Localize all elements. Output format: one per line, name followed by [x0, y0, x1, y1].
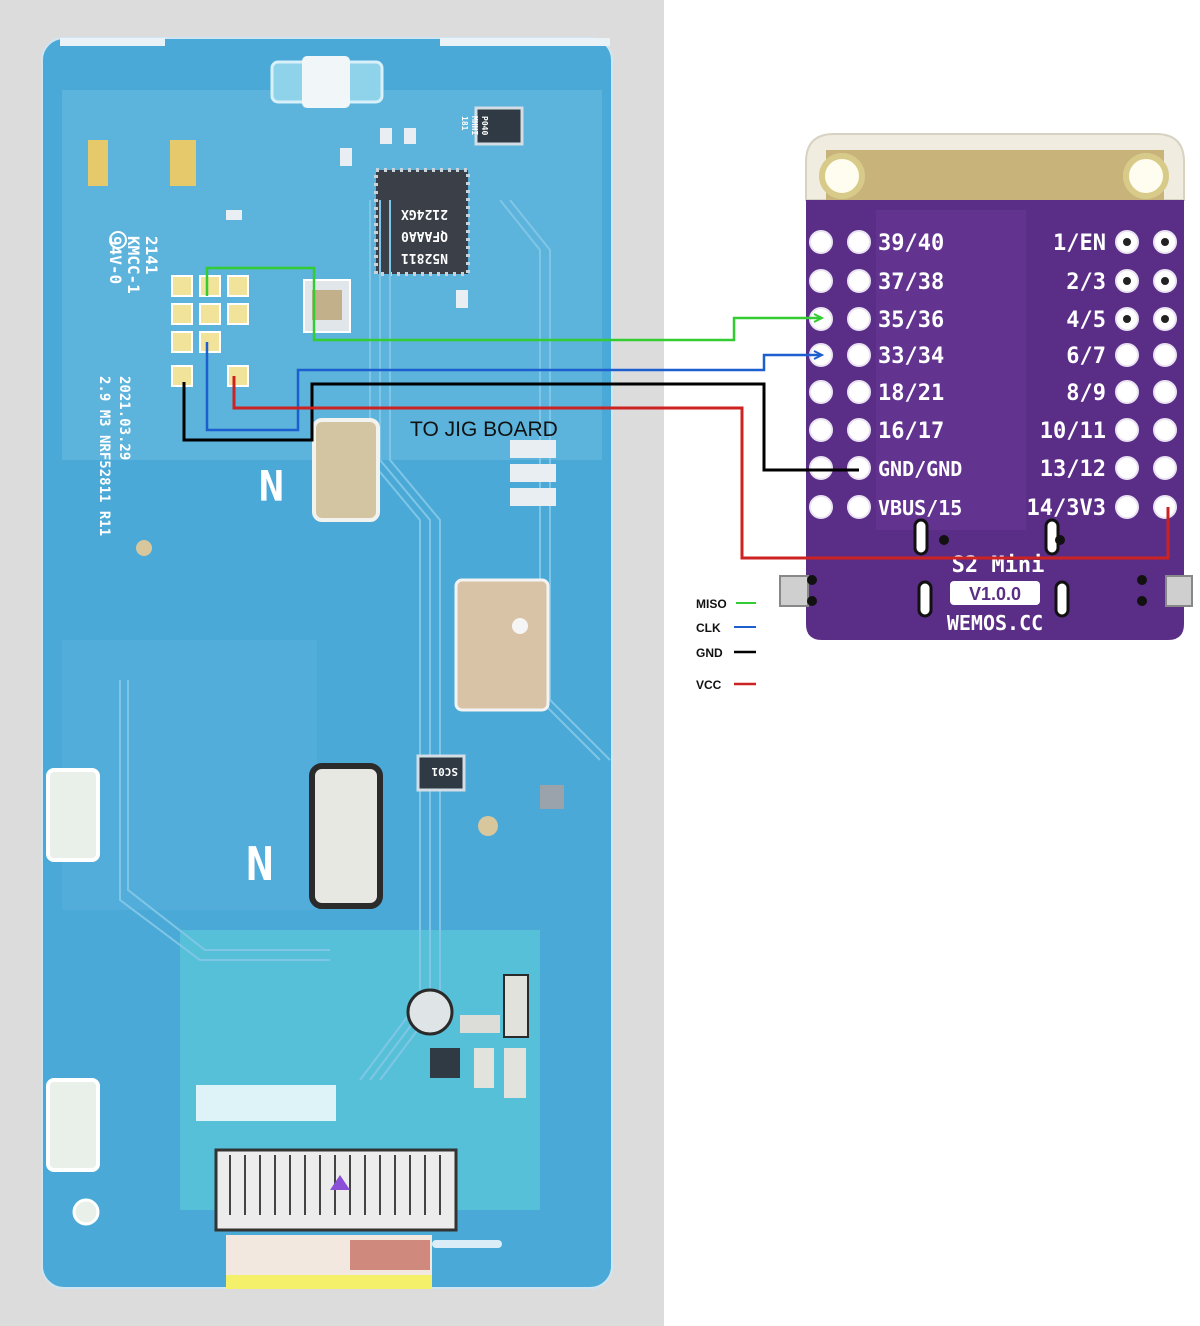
board-brand: WEMOS.CC — [947, 611, 1043, 635]
pin-label-8-9: 8/9 — [1066, 381, 1106, 406]
wire-vcc — [232, 376, 1170, 560]
left-pin-labels: 39/40 37/38 35/36 33/34 18/21 16/17 GND/… — [878, 231, 962, 520]
right-pin-labels: 1/EN 2/3 4/5 6/7 8/9 10/11 13/12 14/3V3 — [1027, 231, 1106, 521]
pcb-logo-text: 94V-0 KMCC-1 2141 — [106, 236, 161, 303]
test-pads — [171, 275, 249, 387]
pin-label-33-34: 33/34 — [878, 344, 944, 369]
s2-mini-board: 39/40 37/38 35/36 33/34 18/21 16/17 GND/… — [779, 133, 1193, 640]
pin-label-37-38: 37/38 — [878, 270, 944, 295]
board-version: V1.0.0 — [969, 584, 1021, 604]
pin-label-16-17: 16/17 — [878, 419, 944, 444]
wire-miso — [205, 266, 821, 342]
chip-marking: N52811 QFAAA0 2124GX — [393, 206, 448, 265]
pin-label-4-5: 4/5 — [1066, 308, 1106, 333]
legend-label-clk: CLK — [696, 621, 721, 635]
pin-label-10-11: 10/11 — [1040, 419, 1106, 444]
magnet-mark-top: N — [259, 460, 284, 509]
wire-gnd — [182, 382, 859, 472]
epaper-pcb: N52811 QFAAA0 2124GX P040 MHHI 181 94V-0 — [41, 37, 613, 1289]
pin-label-vbus-15: VBUS/15 — [878, 496, 962, 520]
legend-label-vcc: VCC — [696, 678, 722, 692]
pin-label-18-21: 18/21 — [878, 381, 944, 406]
sc-marking: SC01 — [431, 765, 458, 778]
wires — [182, 266, 1170, 560]
legend: MISO CLK GND VCC — [696, 597, 756, 692]
sensor-marking: P040 MHHI 181 — [460, 116, 489, 140]
mount-hole-right-icon — [1123, 153, 1169, 199]
legend-label-gnd: GND — [696, 646, 723, 660]
version-box — [950, 581, 1040, 605]
pin-label-2-3: 2/3 — [1066, 270, 1106, 295]
pin-label-gnd-gnd: GND/GND — [878, 457, 962, 481]
pin-label-6-7: 6/7 — [1066, 344, 1106, 369]
pin-label-14-3v3: 14/3V3 — [1027, 496, 1106, 521]
pcb-side-text: 2.9 M3 NRF52811 R11 2021.03.29 — [96, 376, 132, 545]
pin-holes — [809, 230, 1177, 519]
pin-label-1-en: 1/EN — [1053, 231, 1106, 256]
pin-label-39-40: 39/40 — [878, 231, 944, 256]
pin-label-13-12: 13/12 — [1040, 457, 1106, 482]
magnet-mark-bottom: N — [246, 837, 274, 891]
ul-logo-icon — [109, 231, 127, 249]
pin-label-35-36: 35/36 — [878, 308, 944, 333]
legend-label-miso: MISO — [696, 597, 727, 611]
wire-clk — [205, 342, 821, 432]
mount-hole-left-icon — [819, 153, 865, 199]
jig-label: TO JIG BOARD — [410, 418, 558, 441]
